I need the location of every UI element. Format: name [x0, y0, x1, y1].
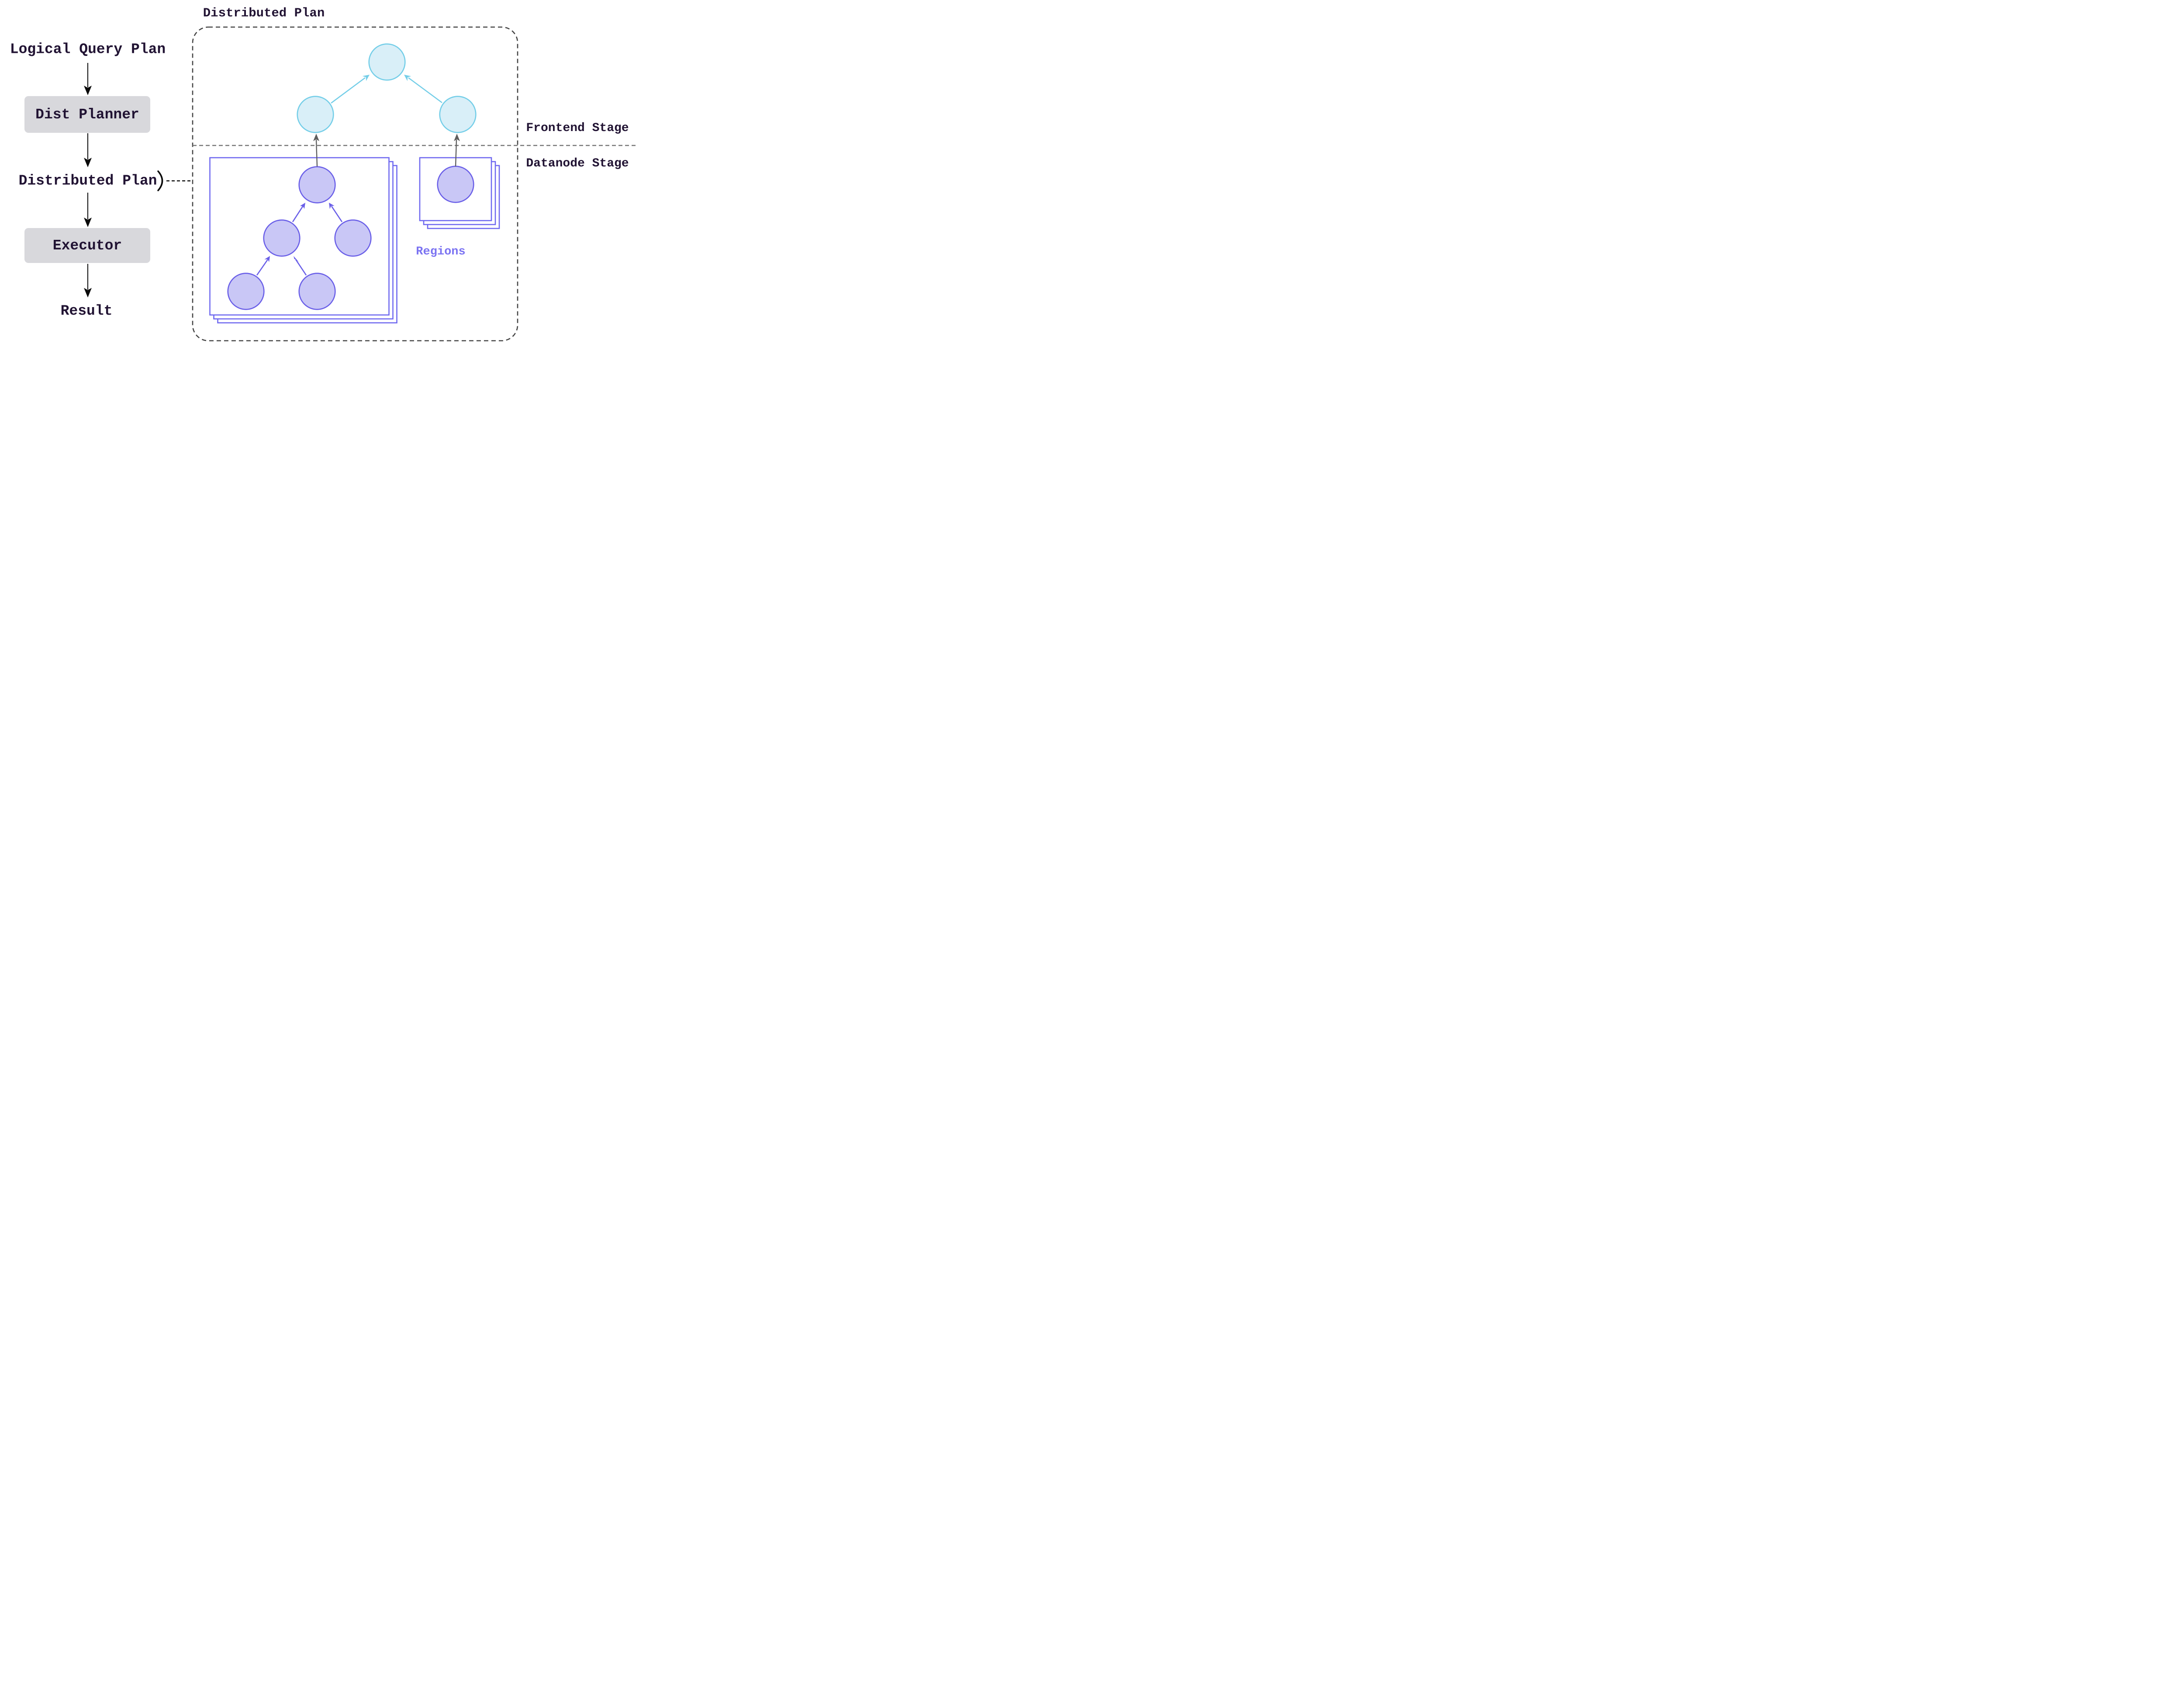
datanode-mid-right-node	[334, 219, 372, 257]
logical-query-plan-label: Logical Query Plan	[10, 41, 166, 58]
frontend-left-node	[297, 96, 334, 133]
executor-label: Executor	[52, 237, 122, 254]
arrow-logical-to-planner	[84, 63, 92, 95]
frontend-stage-label: Frontend Stage	[526, 121, 629, 135]
datanode-mid-left-node	[263, 219, 301, 257]
arrow-executor-to-result	[84, 264, 92, 297]
arrow-datanode-left-to-frontend	[313, 134, 319, 167]
frontend-root-node	[368, 43, 406, 81]
arrow-planner-to-plan	[84, 133, 92, 167]
diagram-shapes	[84, 26, 637, 342]
datanode-stage-label: Datanode Stage	[526, 157, 629, 170]
executor-box: Executor	[24, 228, 150, 263]
datanode-root-node	[298, 166, 336, 204]
frontend-right-node	[439, 96, 477, 133]
distributed-plan-container	[192, 26, 518, 342]
brace-connector	[157, 170, 163, 191]
dist-planner-label: Dist Planner	[35, 106, 139, 123]
datanode-leaf-right-node	[298, 273, 336, 310]
dist-planner-box: Dist Planner	[24, 96, 150, 133]
distributed-plan-label: Distributed Plan	[18, 173, 157, 189]
datanode-leaf-left-node	[227, 273, 265, 310]
panel-title: Distributed Plan	[203, 6, 325, 21]
result-label: Result	[60, 303, 113, 319]
distributed-plan-diagram: Logical Query Plan Dist Planner Distribu…	[0, 0, 638, 342]
arrow-plan-to-executor	[84, 193, 92, 227]
arrow-datanode-right-to-frontend	[454, 134, 460, 167]
datanode-plan-tree	[227, 166, 372, 310]
datanode-region-node	[437, 166, 474, 203]
frontend-plan-tree	[297, 43, 477, 133]
regions-label: Regions	[416, 245, 466, 259]
